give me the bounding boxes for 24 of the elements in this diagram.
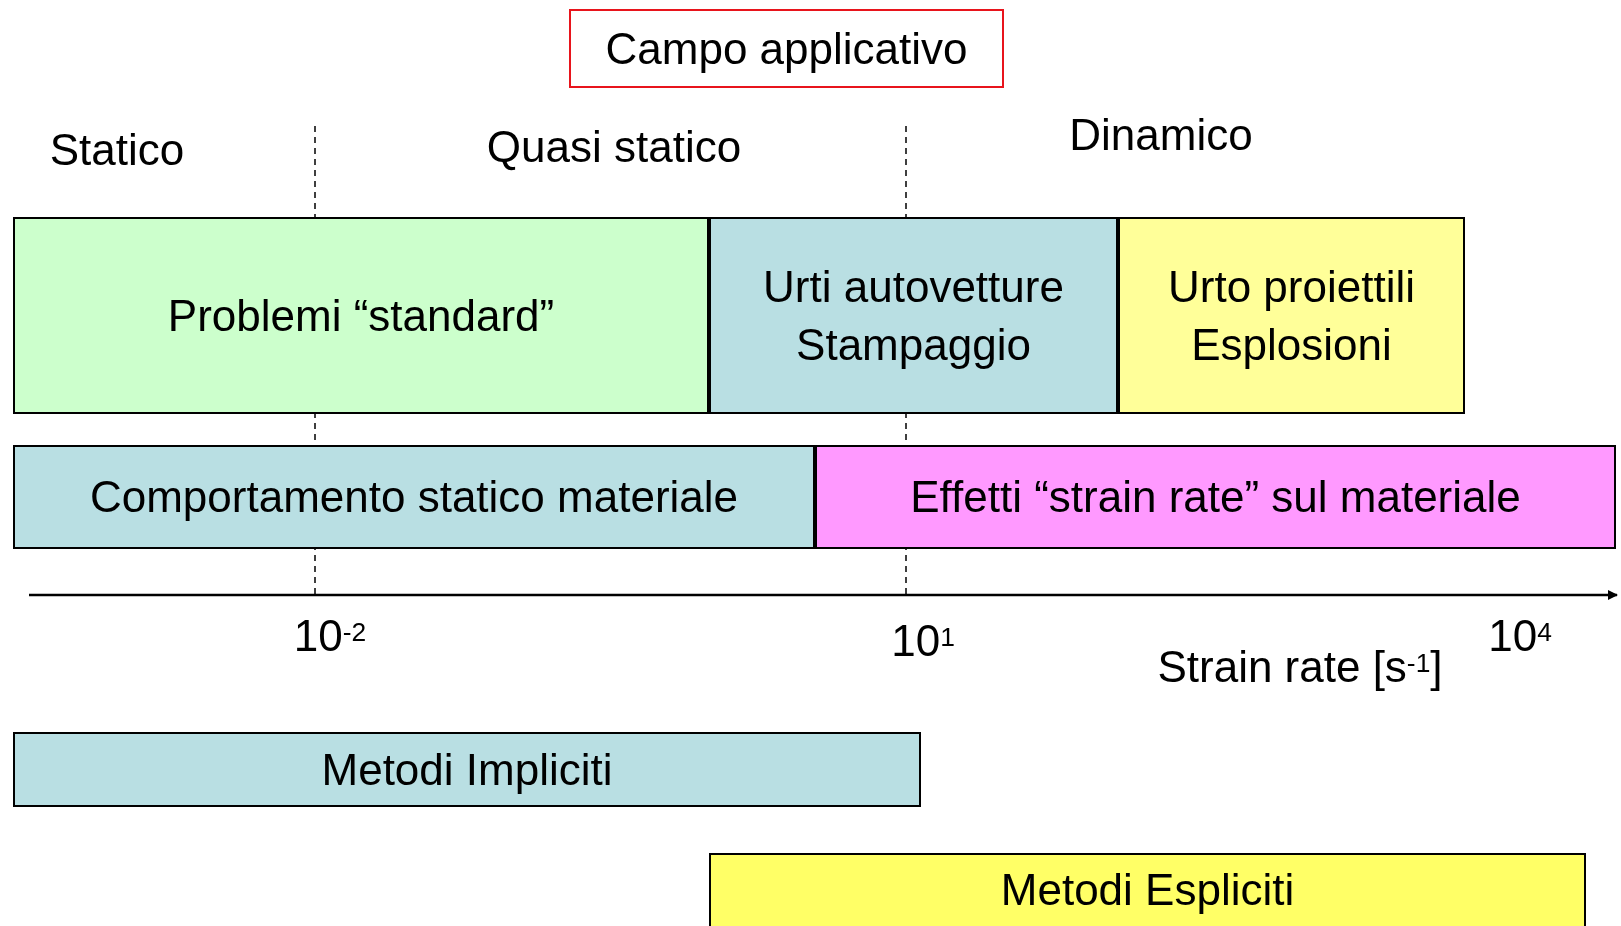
bar-label: Urti autovetture [763,260,1064,313]
bar-label: Esplosioni [1191,318,1392,371]
range-bar [709,853,1586,926]
range-bar [13,732,921,807]
bar-label: Problemi “standard” [167,289,555,342]
tick-label: 10$^{-2}$ [293,611,367,661]
tick-label: 10$^{1}$ [891,616,955,666]
range-bar [1118,217,1465,414]
region-label: Dinamico [1069,110,1253,160]
bar-label: Effetti “strain rate” sul materiale [910,471,1521,523]
range-bar [13,217,709,414]
range-bar [815,445,1616,549]
range-bar [13,445,815,549]
title-box: Campo applicativo [569,9,1004,88]
tick-label: 10$^{4}$ [1488,611,1552,661]
range-bar [709,217,1118,414]
bar-label: Comportamento statico materiale [89,471,739,523]
bar-label: Stampaggio [796,318,1031,371]
region-label: Quasi statico [486,122,742,172]
bar-label: Metodi Espliciti [1000,864,1295,916]
bar-label: Metodi Impliciti [321,743,613,796]
axis-label: Strain rate [s$^{-1}$] [1157,642,1443,692]
bar-label: Urto proiettili [1168,260,1415,313]
region-label: Statico [49,125,185,175]
